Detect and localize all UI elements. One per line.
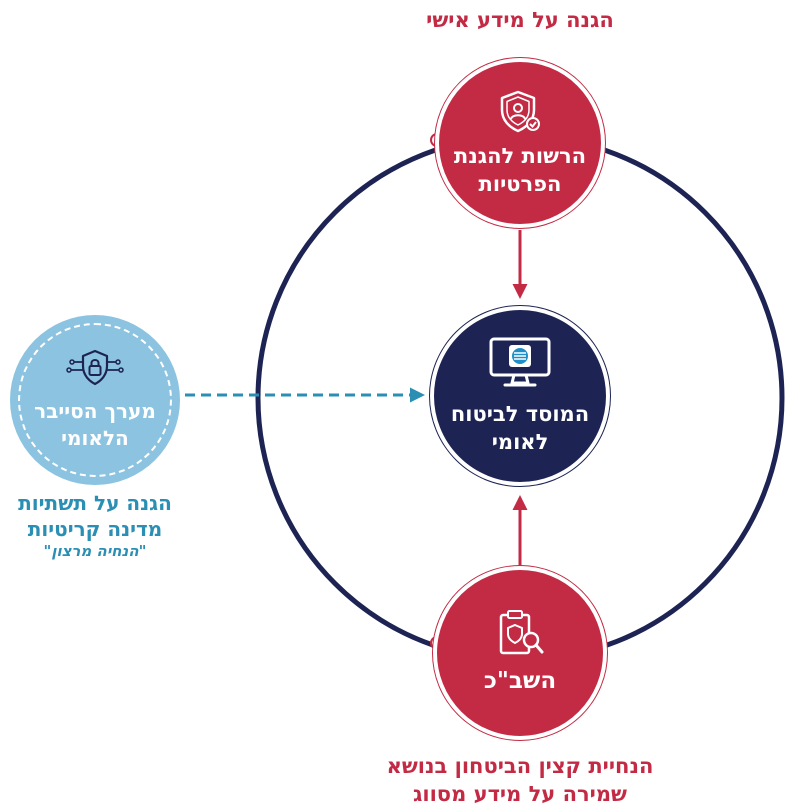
privacy-caption: הגנה על מידע אישי [426, 8, 614, 32]
monitor-logo-icon [489, 337, 551, 387]
privacy-label-line1: הרשות להגנת [453, 143, 587, 168]
cyber-caption-line2: מדינה קריטיות [27, 517, 163, 541]
privacy-label-line2: הפרטיות [478, 172, 562, 196]
cyber-caption: הגנה על תשתיות מדינה קריטיות "הנחיה מרצו… [0, 490, 190, 562]
privacy-authority-node: הרשות להגנת הפרטיות [435, 58, 605, 228]
cyber-caption-line1: הגנה על תשתיות [18, 491, 172, 515]
center-label-line1: המוסד לביטוח [450, 401, 590, 426]
clipboard-search-icon [499, 610, 544, 655]
shabak-label: השב"כ [483, 668, 557, 695]
shield-user-icon [500, 90, 540, 132]
national-insurance-node: המוסד לביטוח לאומי [430, 306, 610, 486]
cyber-caption-quote: "הנחיה מרצון" [43, 542, 147, 560]
shabak-node: השב"כ [433, 566, 607, 740]
shabak-caption: הנחיית קצין הביטחון בנושא שמירה על מידע … [345, 752, 695, 809]
shabak-caption-line2: שמירה על מידע מסווג [413, 782, 627, 807]
dashed-inner-ring [18, 323, 172, 477]
shabak-caption-line1: הנחיית קצין הביטחון בנושא [386, 754, 654, 778]
national-cyber-node: מערך הסייבר הלאומי [10, 315, 180, 485]
center-label-line2: לאומי [491, 430, 549, 454]
